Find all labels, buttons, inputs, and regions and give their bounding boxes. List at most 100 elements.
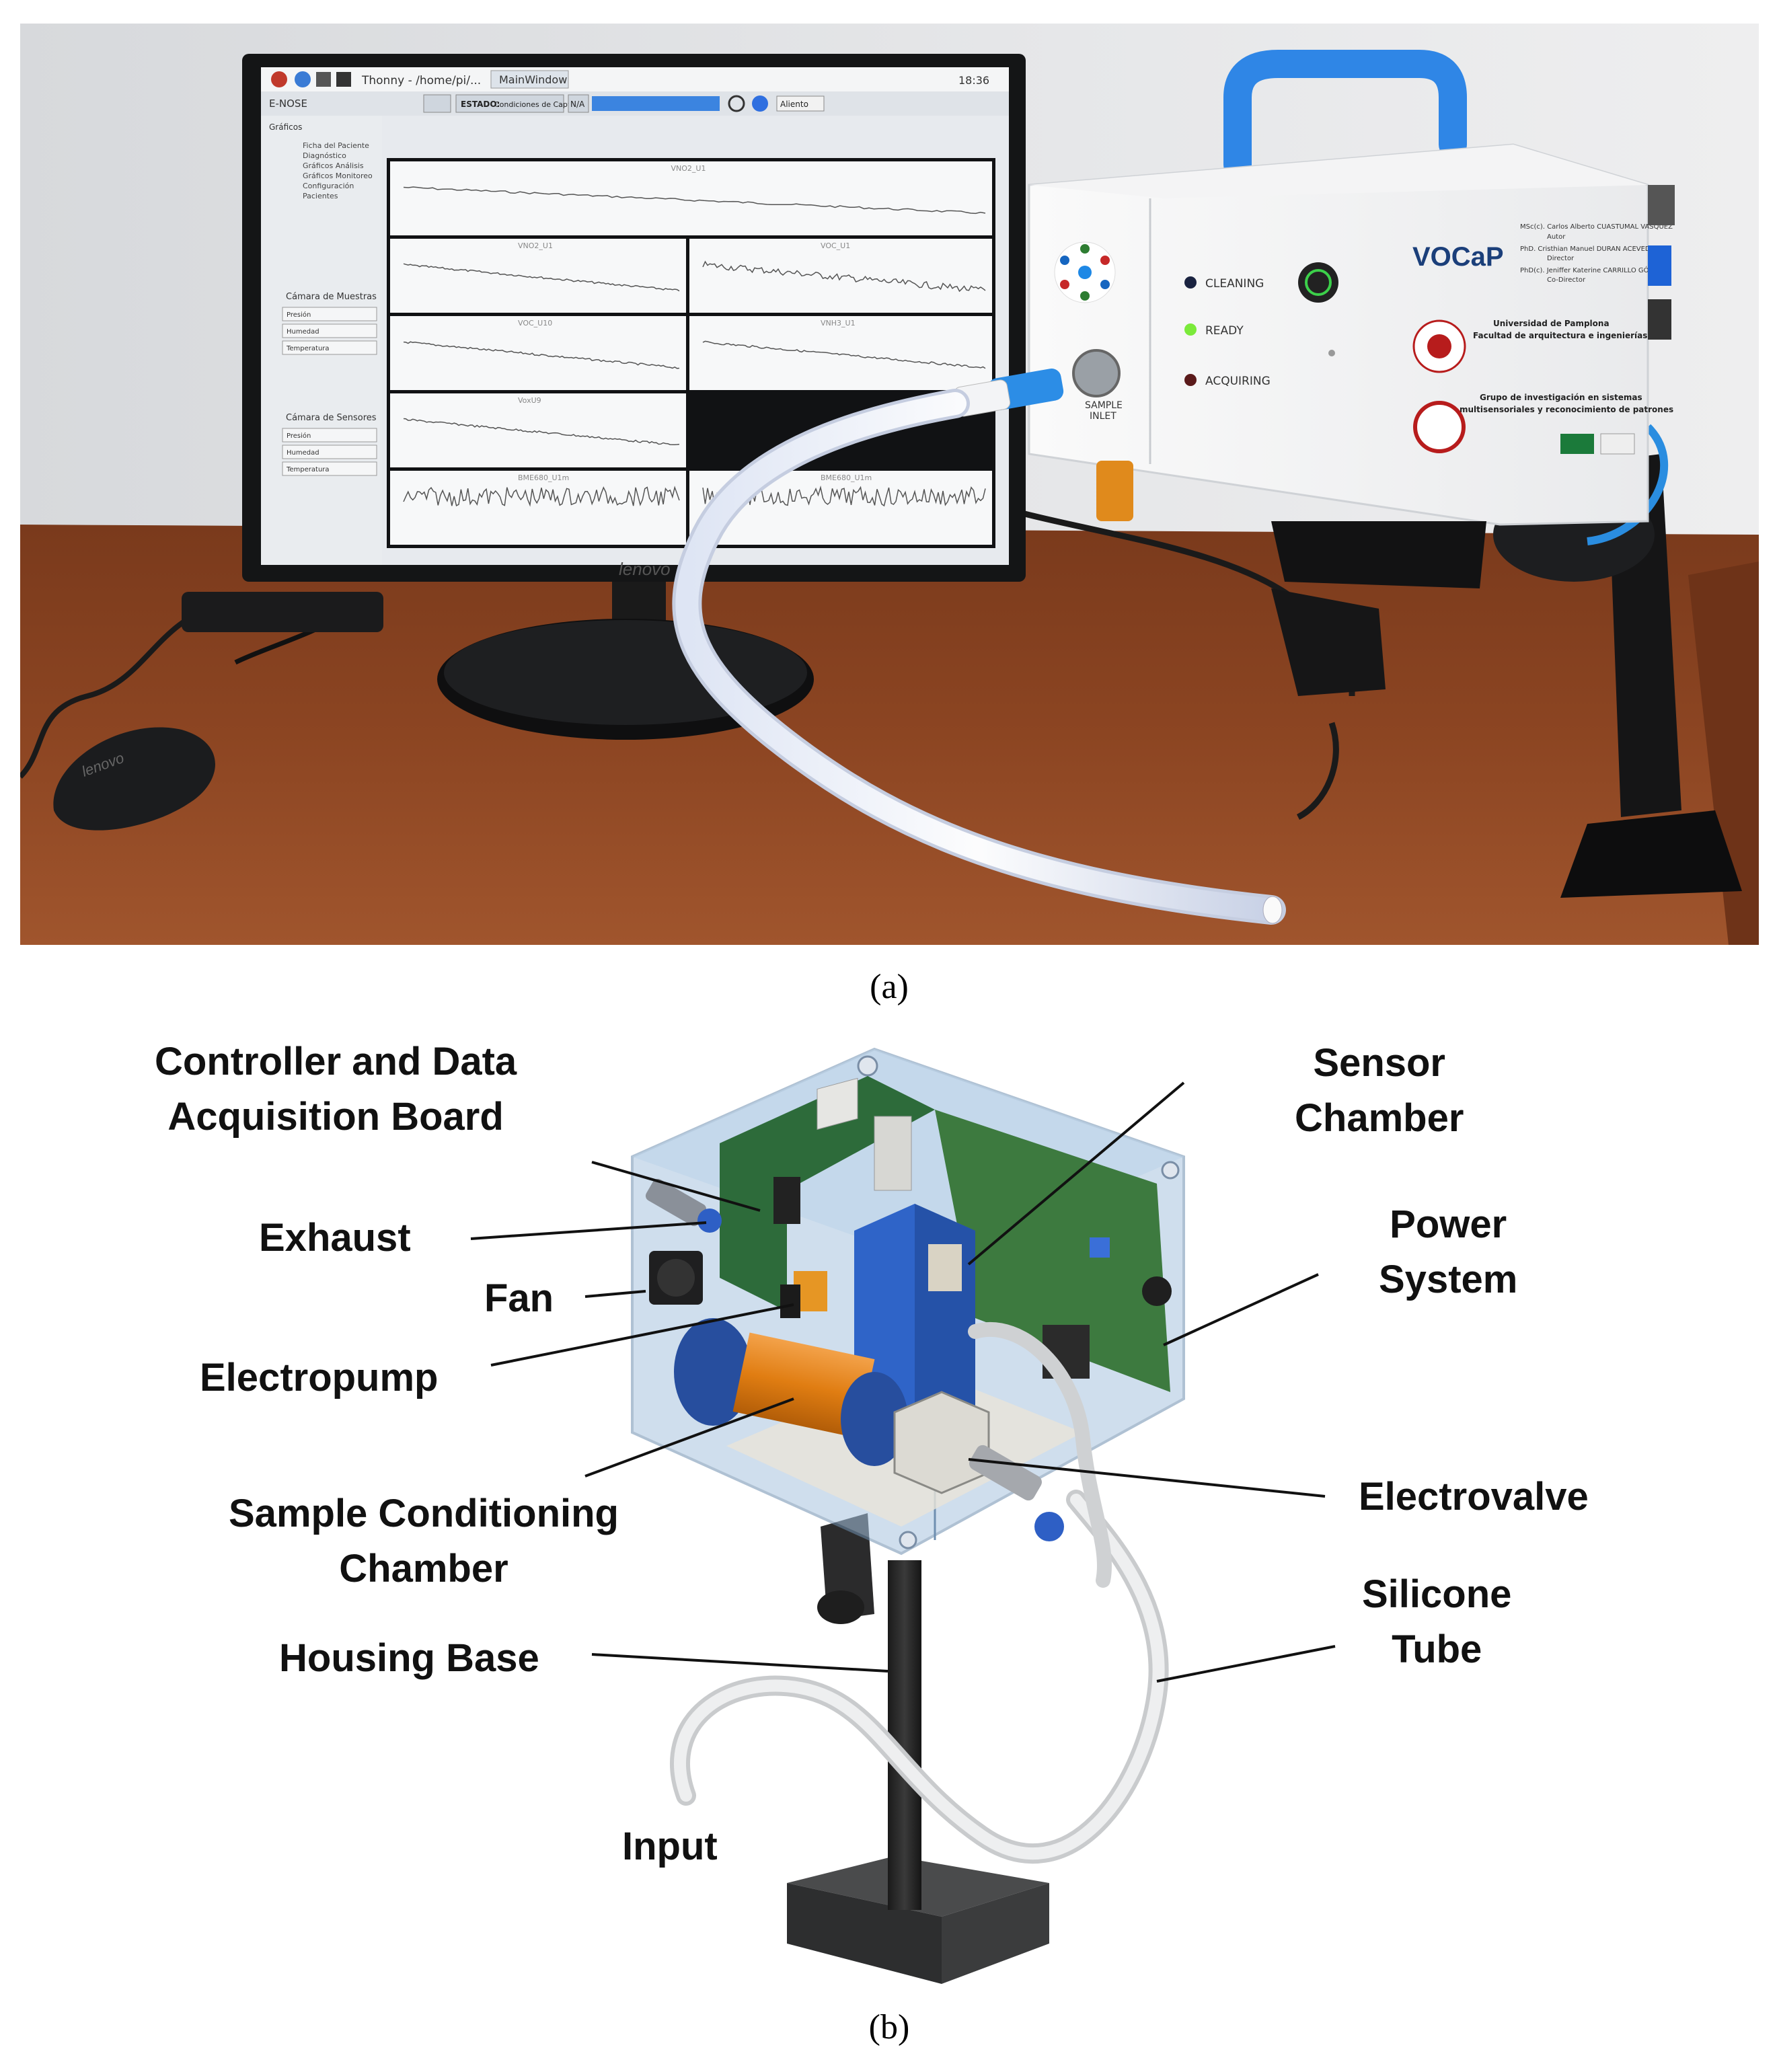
- svg-text:Director: Director: [1547, 255, 1575, 262]
- led-ready: [1184, 323, 1197, 336]
- svg-text:MSc(c). Carlos Alberto CUASTUM: MSc(c). Carlos Alberto CUASTUMAL VASQUEZ: [1520, 223, 1673, 231]
- id-field[interactable]: [423, 94, 451, 113]
- svg-text:PhD. Cristhian Manuel DURAN AC: PhD. Cristhian Manuel DURAN ACEVEDO: [1520, 245, 1656, 253]
- silicone-tube-upper: [968, 1321, 1112, 1588]
- svg-text:Temperatura: Temperatura: [286, 345, 330, 352]
- plot-trace: [403, 186, 986, 215]
- terminal-icon[interactable]: [336, 72, 351, 87]
- desk: [20, 525, 1759, 945]
- vocap-logo-dots: [1060, 244, 1110, 301]
- status-label: ESTADO:: [461, 100, 500, 109]
- group-title: Cámara de Sensores: [286, 413, 377, 423]
- refresh-icon[interactable]: [728, 95, 745, 112]
- menu-item[interactable]: Diagnóstico: [303, 151, 346, 160]
- plot-trace: [702, 340, 986, 369]
- usb-port[interactable]: [1648, 299, 1671, 340]
- plot-trace: [403, 341, 680, 369]
- group-logo: [1413, 401, 1466, 453]
- led-label-acquiring: ACQUIRING: [1205, 375, 1271, 388]
- plot-trace: [702, 260, 986, 293]
- plot-trace: [403, 263, 680, 292]
- led-acquiring: [1184, 374, 1197, 386]
- svg-text:Presión: Presión: [287, 432, 311, 440]
- label-exhaust: Exhaust: [259, 1216, 411, 1260]
- record-button[interactable]: [752, 95, 768, 112]
- svg-text:Presión: Presión: [287, 311, 311, 319]
- label-housing-base: Housing Base: [279, 1636, 539, 1680]
- power-brick: [1271, 588, 1386, 696]
- folder-icon[interactable]: [316, 72, 331, 87]
- group-title: Cámara de Muestras: [286, 292, 377, 302]
- plot-title: VNO2_U1: [671, 164, 706, 173]
- power-brick: [182, 592, 383, 632]
- led-label-cleaning: CLEANING: [1205, 277, 1264, 291]
- sensor-plot: [390, 239, 686, 313]
- label-electrovalve: Electrovalve: [1359, 1475, 1589, 1519]
- mode-select[interactable]: [776, 95, 825, 112]
- tray-time: 18:36: [958, 74, 989, 87]
- plot-title: VOC_U1: [821, 241, 850, 250]
- svg-text:Co-Director: Co-Director: [1547, 276, 1586, 284]
- plot-title: VNH3_U1: [821, 319, 856, 328]
- svg-text:Aliento: Aliento: [780, 100, 808, 109]
- led-cleaning: [1184, 276, 1197, 289]
- plot-title: VNO2_U1: [518, 241, 553, 250]
- menu-item[interactable]: Configuración: [303, 182, 354, 190]
- led-label-ready: READY: [1205, 324, 1244, 338]
- menu-item[interactable]: Pacientes: [303, 192, 338, 200]
- label-electropump: Electropump: [200, 1356, 439, 1399]
- sensor-plot: [390, 316, 686, 390]
- silicone-tube: [672, 369, 1286, 925]
- caption-a: (a): [870, 968, 909, 1006]
- svg-text:Humedad: Humedad: [287, 328, 319, 336]
- plot-title: BME680_U1m: [518, 473, 569, 482]
- housing-base: [787, 1513, 1049, 1984]
- raspberry-icon[interactable]: [271, 71, 287, 87]
- plot-title: BME680_U1m: [821, 473, 872, 482]
- sensor-plot: [390, 161, 992, 235]
- sensor-plot: [689, 316, 992, 390]
- power-icon: [1305, 269, 1332, 296]
- sample-inlet[interactable]: [1072, 349, 1121, 397]
- ethernet-port[interactable]: [1648, 185, 1675, 225]
- plot-trace: [403, 486, 680, 507]
- desk-side: [1688, 562, 1759, 945]
- plot-trace: [403, 418, 680, 446]
- vocap-device: CLEANING READY ACQUIRING VOCaP MSc(c). C…: [1028, 50, 1742, 898]
- cable: [1296, 722, 1339, 820]
- svg-text:multisensoriales y reconocimie: multisensoriales y reconocimiento de pat…: [1460, 405, 1673, 414]
- browser-icon[interactable]: [295, 71, 311, 87]
- screen-ui: Thonny - /home/pi/... MainWindow 18:36 E…: [261, 67, 1009, 565]
- usb-port[interactable]: [1648, 245, 1671, 286]
- exhaust: [645, 1178, 722, 1233]
- taskbar-thonny[interactable]: Thonny - /home/pi/...: [361, 74, 481, 87]
- svg-text:PhD(c). Jeniffer Katerine CARR: PhD(c). Jeniffer Katerine CARRILLO GÓMEZ: [1520, 266, 1663, 274]
- sponsor-logo: [1560, 434, 1594, 454]
- photo-panel-a: lenovo Thonny - /home/pi/... MainWindow …: [20, 24, 1759, 945]
- taskbar-mainwindow[interactable]: MainWindow: [499, 73, 567, 86]
- menu-item[interactable]: Gráficos Monitoreo: [303, 171, 373, 180]
- power-board: [935, 1110, 1172, 1392]
- svg-text:Temperatura: Temperatura: [286, 466, 330, 473]
- svg-text:INLET: INLET: [1090, 411, 1116, 422]
- app-title: E-NOSE: [269, 98, 307, 110]
- progress-bar: [592, 96, 720, 111]
- device-brand: VOCaP: [1412, 242, 1504, 272]
- label-input: Input: [622, 1825, 718, 1868]
- caption-b: (b): [868, 2008, 910, 2046]
- plot-title: VoxU9: [518, 396, 541, 405]
- leader-lines: [470, 1081, 1336, 1683]
- svg-text:Universidad de Pamplona: Universidad de Pamplona: [1493, 319, 1610, 328]
- power-button[interactable]: [1298, 262, 1338, 303]
- mouse: lenovo: [53, 727, 215, 831]
- svg-text:Autor: Autor: [1547, 233, 1566, 241]
- monitor-brand: lenovo: [619, 559, 671, 579]
- sensor-plot: [390, 393, 686, 467]
- electropump: [780, 1271, 827, 1318]
- menu-section[interactable]: Gráficos: [269, 122, 302, 132]
- menu-item[interactable]: Gráficos Análisis: [303, 161, 364, 170]
- menu-item[interactable]: Ficha del Paciente: [303, 141, 369, 150]
